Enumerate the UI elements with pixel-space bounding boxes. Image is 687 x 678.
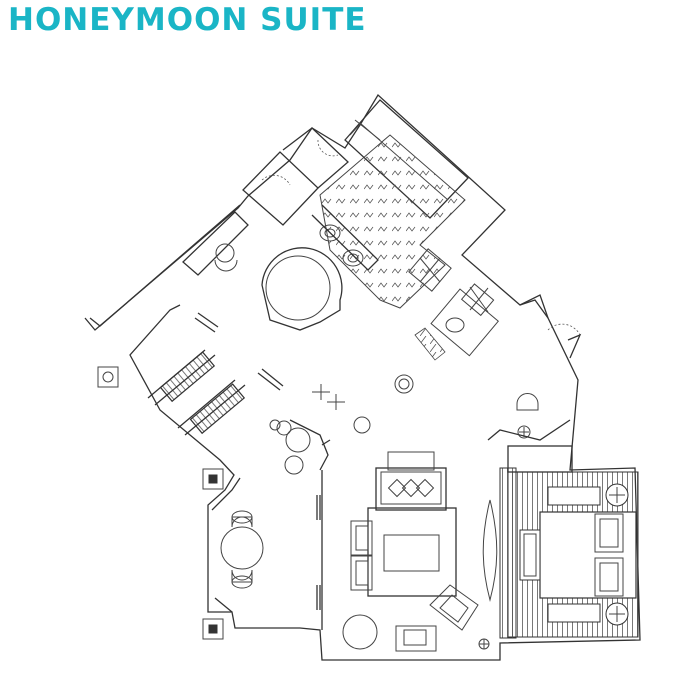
- page-title: HONEYMOON SUITE: [8, 2, 367, 38]
- bathroom-area: [242, 99, 582, 361]
- living-room: [316, 451, 498, 652]
- planters: [97, 366, 224, 640]
- desk-area: [182, 211, 249, 276]
- side-tables: [269, 374, 414, 475]
- bedroom: [487, 393, 639, 639]
- dining-area: [211, 477, 264, 613]
- loungers: [147, 312, 284, 436]
